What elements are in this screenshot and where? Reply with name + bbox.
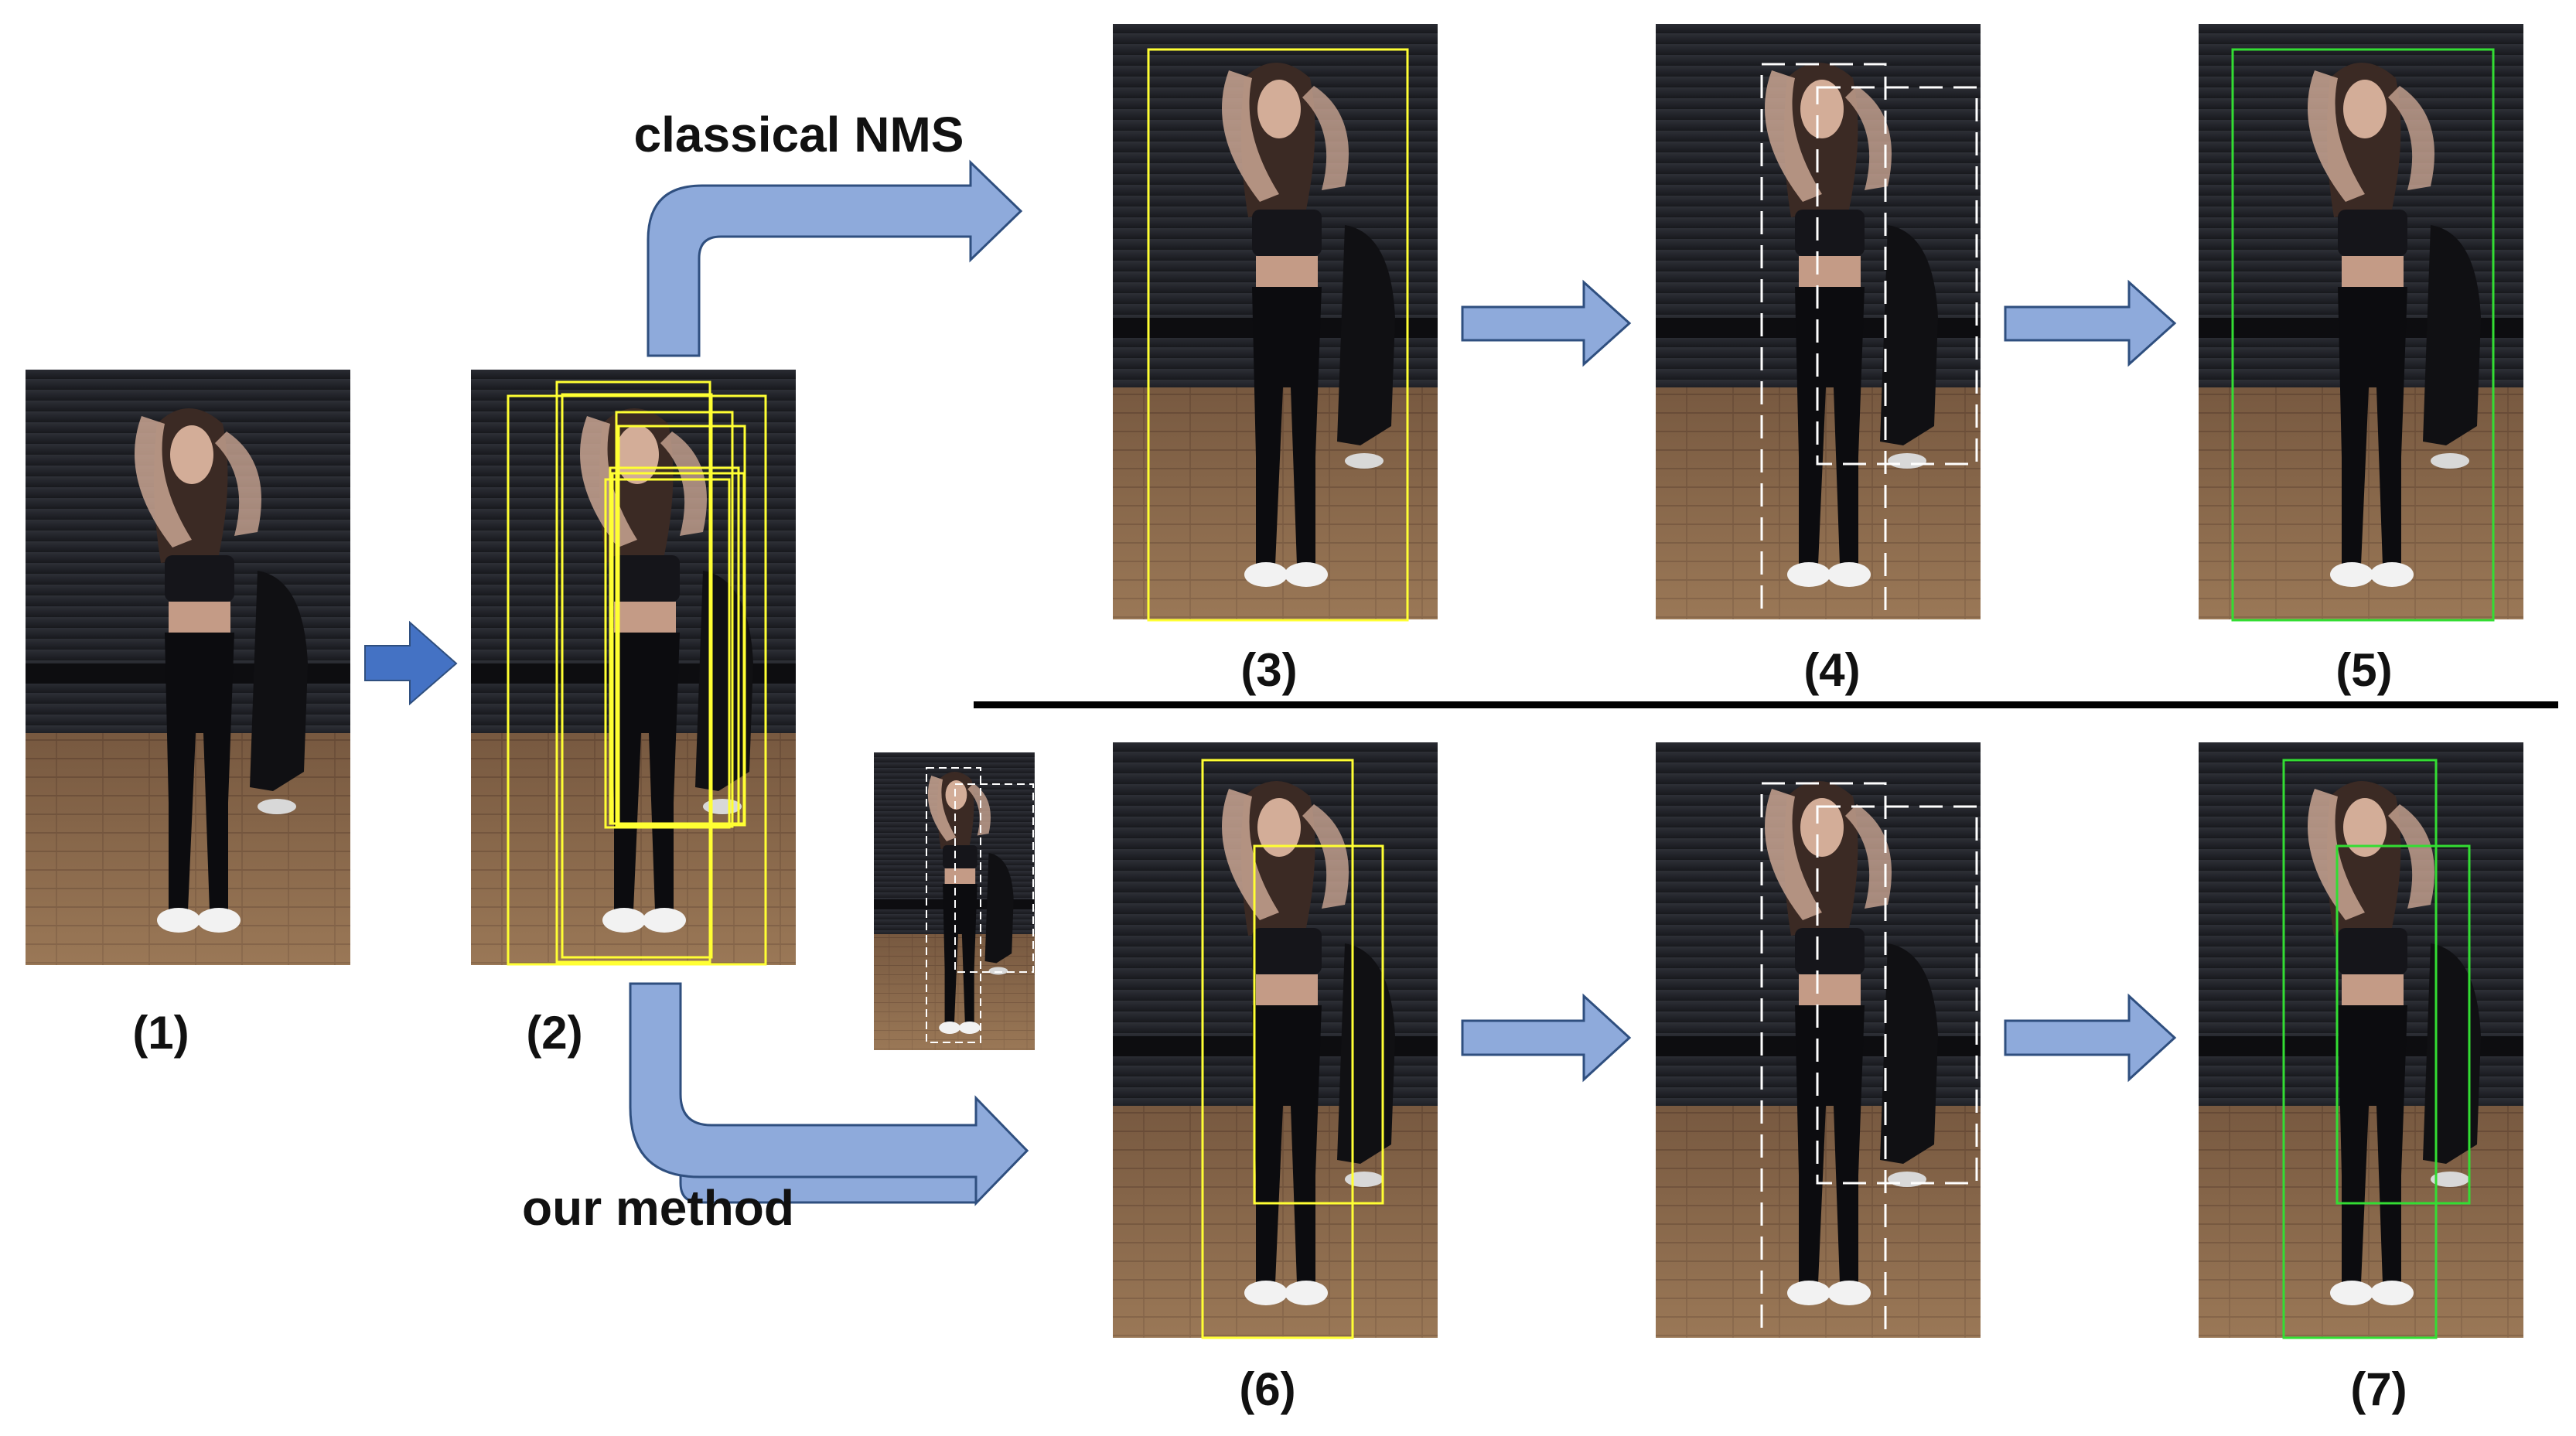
row-divider <box>974 701 2558 708</box>
label-6: (6) <box>1239 1363 1295 1415</box>
result-boxes-7 <box>2282 759 2471 1339</box>
label-7: (7) <box>2350 1363 2407 1415</box>
ground-truth-boxes-unlabeled <box>1760 782 1978 1342</box>
arrow-3-to-4 <box>1461 279 1632 367</box>
label-our-method: our method <box>522 1180 794 1236</box>
label-classical-nms: classical NMS <box>634 107 964 162</box>
label-3: (3) <box>1240 644 1297 696</box>
arrow-next-to-7 <box>2004 993 2177 1083</box>
label-1: (1) <box>132 1007 189 1059</box>
result-box-5 <box>2231 48 2495 622</box>
thumbnail-photo <box>874 752 1035 1050</box>
arrow-classical-nms <box>647 159 1023 357</box>
nms-kept-box <box>1147 48 1409 622</box>
frame-3-photo <box>1113 24 1438 619</box>
frame-2-photo <box>471 370 796 965</box>
frame-7-photo <box>2199 742 2523 1338</box>
thumbnail-boxes <box>926 767 1034 1043</box>
arrow-1-to-2 <box>364 620 458 706</box>
frame-6-photo <box>1113 742 1438 1338</box>
arrow-our-method-body <box>629 982 1029 1206</box>
label-5: (5) <box>2335 644 2392 696</box>
label-2: (2) <box>526 1007 582 1059</box>
arrow-4-to-5 <box>2004 279 2177 367</box>
frame-5-photo <box>2199 24 2523 619</box>
candidate-boxes <box>507 380 767 966</box>
method-boxes-6 <box>1201 759 1384 1339</box>
ground-truth-boxes-4 <box>1760 63 1978 622</box>
frame-1-photo <box>26 370 350 965</box>
arrow-6-to-next <box>1461 993 1632 1083</box>
label-4: (4) <box>1803 644 1860 696</box>
